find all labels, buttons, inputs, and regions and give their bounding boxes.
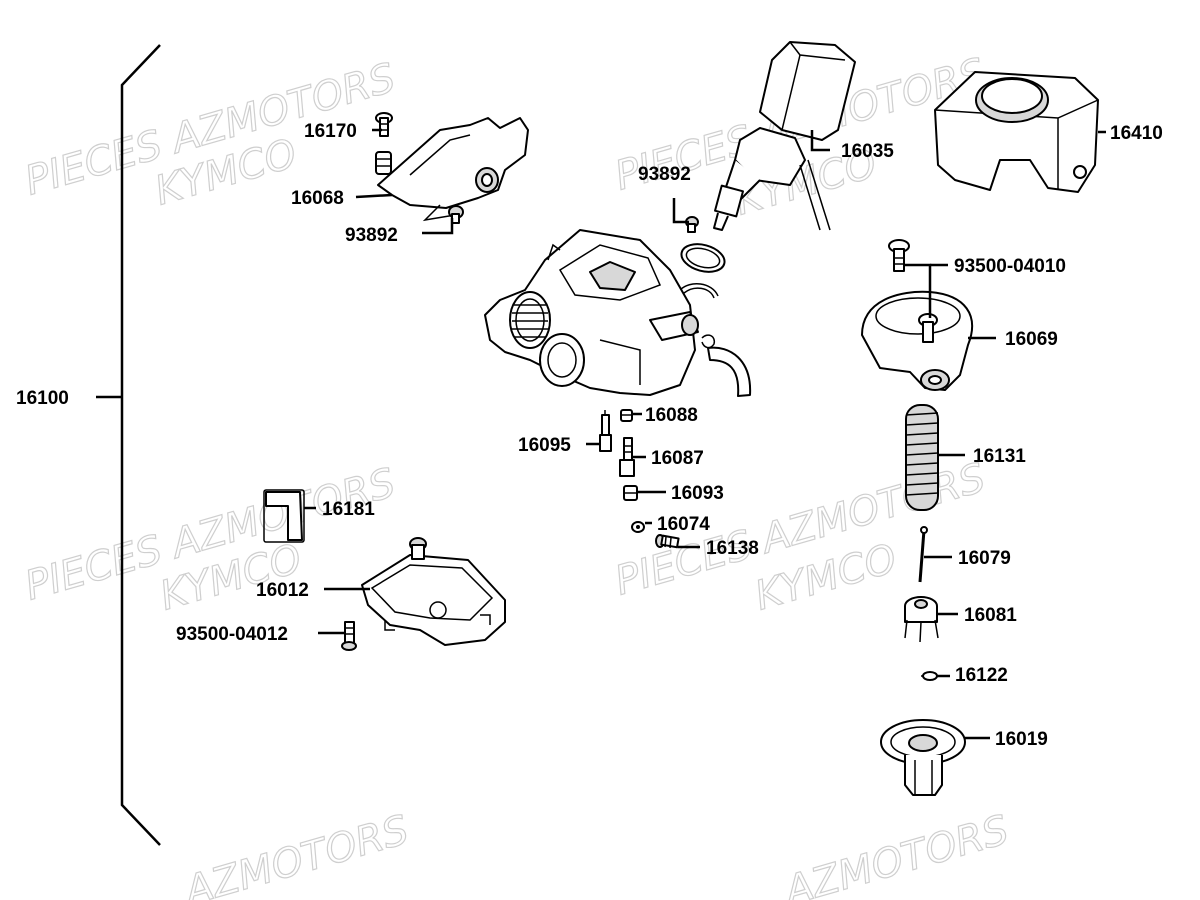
part-16074[interactable]: [631, 521, 645, 533]
part-label-16035[interactable]: 16035: [841, 141, 894, 162]
part-label-93500-04010[interactable]: 93500-04010: [954, 256, 1066, 277]
part-label-16087[interactable]: 16087: [651, 448, 704, 469]
part-16081-retainer[interactable]: [904, 596, 939, 643]
part-93500-04010-screw[interactable]: [888, 239, 910, 272]
part-16181-hose[interactable]: [263, 489, 305, 543]
part-label-16012[interactable]: 16012: [256, 580, 309, 601]
part-label-16081[interactable]: 16081: [964, 605, 1017, 626]
part-label-93892[interactable]: 93892: [345, 225, 398, 246]
part-16122-ring[interactable]: [921, 671, 938, 681]
part-16088[interactable]: [620, 409, 633, 422]
part-16095[interactable]: [599, 410, 612, 452]
part-16093[interactable]: [623, 485, 638, 501]
part-label-16131[interactable]: 16131: [973, 446, 1026, 467]
part-retaining-clip[interactable]: [679, 283, 719, 299]
part-16012-float-bowl[interactable]: [361, 537, 506, 646]
part-label-16074[interactable]: 16074: [657, 514, 710, 535]
watermark-text: AZMOTORS: [777, 807, 1014, 900]
part-label-16122[interactable]: 16122: [955, 665, 1008, 686]
part-16410-cover[interactable]: [934, 71, 1099, 193]
part-16087[interactable]: [619, 437, 635, 477]
part-label-16181[interactable]: 16181: [322, 499, 375, 520]
part-label-16093[interactable]: 16093: [671, 483, 724, 504]
part-16019-diaphragm[interactable]: [880, 719, 966, 796]
part-16138[interactable]: [655, 534, 680, 549]
part-16068-bracket[interactable]: [377, 117, 529, 222]
part-label-16068[interactable]: 16068: [291, 188, 344, 209]
part-labels: 16170 16068 93892 93892 16035 16410 9350…: [176, 121, 1163, 750]
part-label-16019[interactable]: 16019: [995, 729, 1048, 750]
bracket-line: [120, 44, 161, 846]
part-label-16100[interactable]: 16100: [16, 388, 69, 409]
part-carburetor-body[interactable]: [484, 229, 699, 396]
part-o-ring[interactable]: [678, 240, 727, 277]
part-label-16079[interactable]: 16079: [958, 548, 1011, 569]
watermark-text: AZMOTORS: [177, 807, 414, 900]
part-93892-screw-b[interactable]: [685, 216, 699, 233]
part-16170-spring[interactable]: [375, 151, 392, 175]
part-hose[interactable]: [701, 334, 752, 397]
part-93500-04012-screw[interactable]: [341, 621, 357, 651]
leader-lines: [304, 128, 1106, 740]
part-label-16410[interactable]: 16410: [1110, 123, 1163, 144]
part-16079-needle[interactable]: [918, 526, 928, 583]
part-16131-spring[interactable]: [905, 404, 939, 511]
part-label-93892[interactable]: 93892: [638, 164, 691, 185]
assembly-bracket: 16100: [16, 44, 161, 846]
part-16035-auto-choke[interactable]: [713, 41, 856, 231]
part-label-93500-04012[interactable]: 93500-04012: [176, 624, 288, 645]
part-16069-cap[interactable]: [861, 290, 974, 391]
part-16170-screw[interactable]: [375, 112, 393, 137]
watermark-layer: PIECES AZMOTORS KYMCO PIECES AZMOTORS KY…: [19, 49, 1014, 900]
part-label-16069[interactable]: 16069: [1005, 329, 1058, 350]
part-label-16095[interactable]: 16095: [518, 435, 571, 456]
part-label-16138[interactable]: 16138: [706, 538, 759, 559]
part-label-16088[interactable]: 16088: [645, 405, 698, 426]
part-label-16170[interactable]: 16170: [304, 121, 357, 142]
